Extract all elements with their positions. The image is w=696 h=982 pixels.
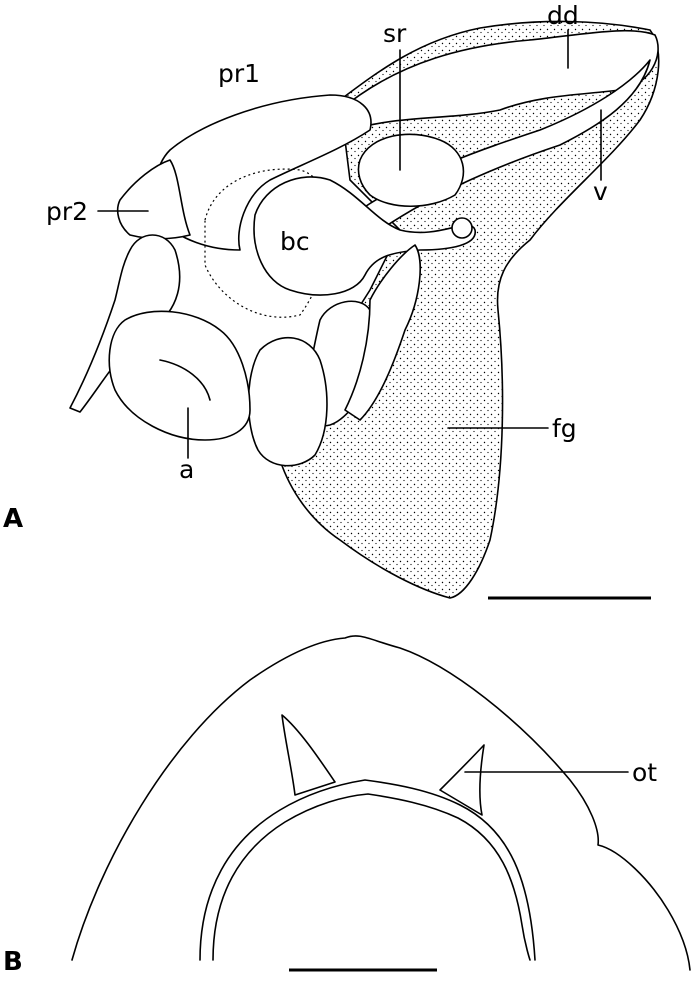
label-pr2: pr2 bbox=[46, 197, 88, 226]
label-ot: ot bbox=[632, 758, 657, 787]
panel-letter-b: B bbox=[3, 947, 23, 977]
duct bbox=[339, 29, 659, 131]
bursa-copulatrix bbox=[253, 176, 476, 296]
label-dd: dd bbox=[547, 1, 579, 30]
panel-a-drawing bbox=[69, 20, 660, 600]
mouth-outer bbox=[199, 779, 536, 961]
label-a: a bbox=[179, 455, 194, 484]
label-pr1: pr1 bbox=[218, 59, 260, 88]
prostate-2 bbox=[116, 159, 191, 240]
head-outline bbox=[71, 635, 691, 971]
oral-tentacle-right bbox=[439, 744, 485, 816]
panel-letter-a: A bbox=[3, 504, 23, 534]
oral-tentacle-left bbox=[281, 714, 336, 796]
label-v: v bbox=[593, 177, 608, 206]
coil-lower bbox=[247, 336, 328, 467]
panel-b-drawing bbox=[71, 635, 691, 972]
duct-loop bbox=[451, 217, 473, 239]
label-bc: bc bbox=[280, 227, 310, 256]
coil-tube bbox=[344, 244, 421, 421]
seminal-receptacle bbox=[357, 133, 465, 208]
albumen-fold bbox=[159, 359, 211, 401]
albumen-gland bbox=[108, 310, 251, 441]
label-sr: sr bbox=[383, 19, 407, 48]
mouth-inner bbox=[212, 793, 531, 961]
label-fg: fg bbox=[552, 414, 577, 443]
